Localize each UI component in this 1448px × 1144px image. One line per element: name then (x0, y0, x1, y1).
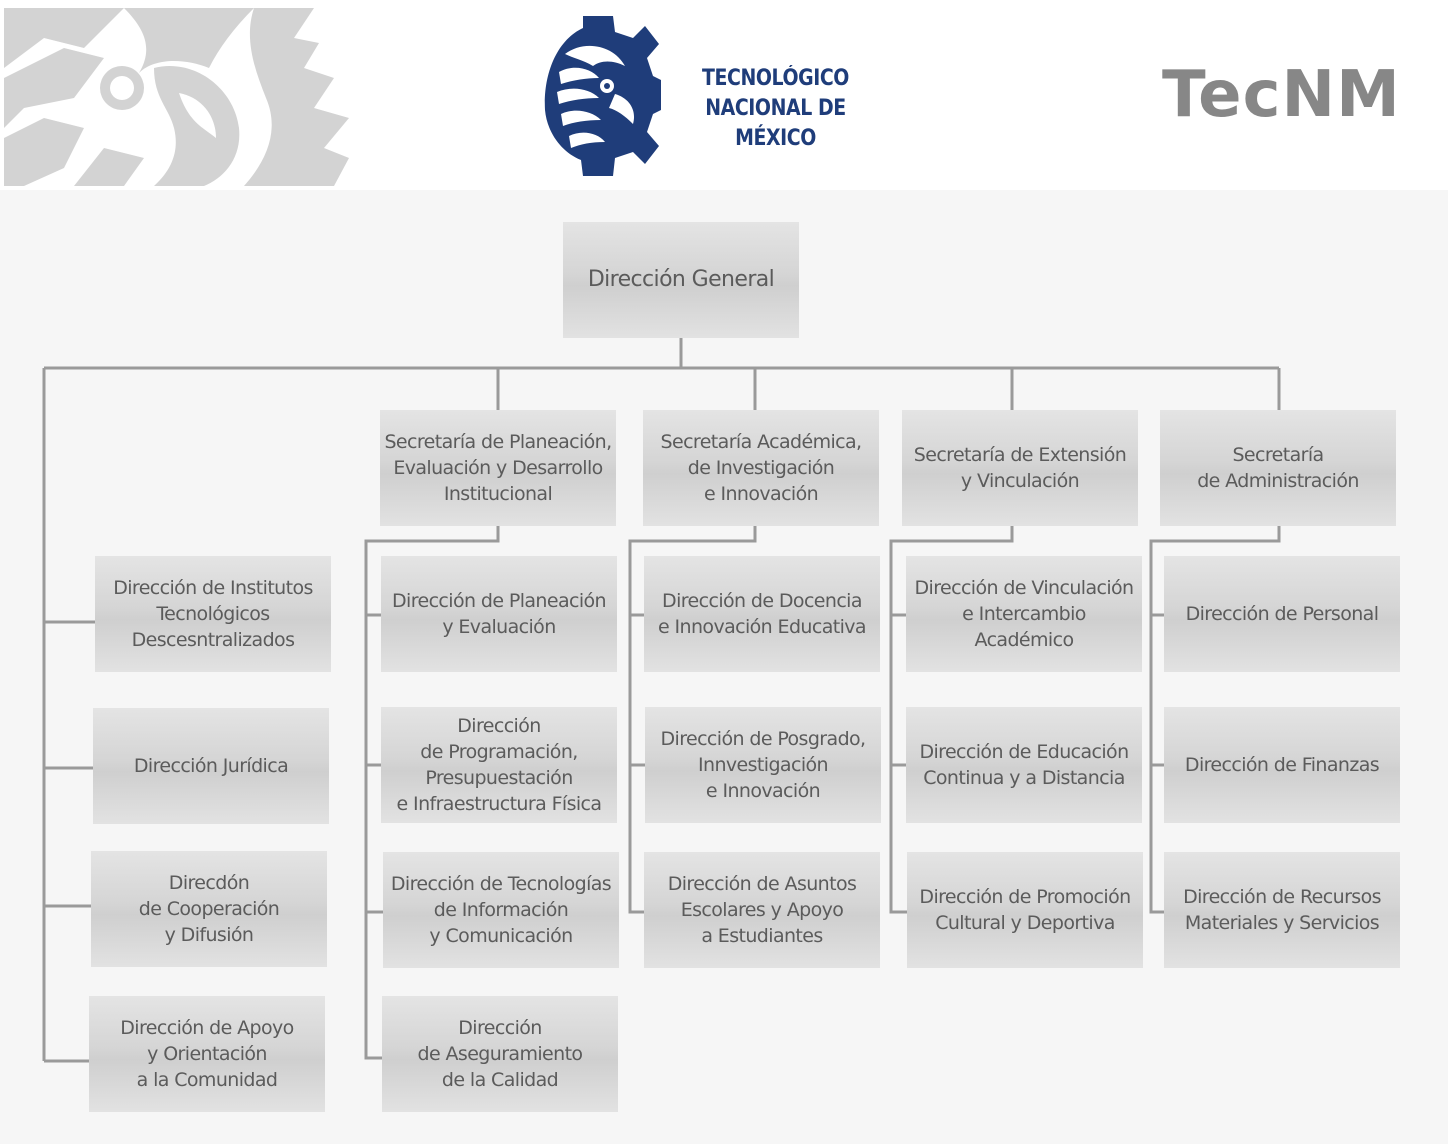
node-secretaria-3: Secretaría de Extensión y Vinculación (902, 410, 1138, 526)
node-sec-2-child-2: Dirección de Posgrado, Innvestigación e … (645, 707, 881, 823)
node-sec-1-child-2: Dirección de Programación, Presupuestaci… (381, 707, 617, 823)
node-sec-3-child-2: Dirección de Educación Continua y a Dist… (906, 707, 1142, 823)
node-secretaria-1: Secretaría de Planeación, Evaluación y D… (380, 410, 616, 526)
gear-eagle-emblem-icon (544, 16, 661, 176)
node-independent-3: Direcdón de Cooperación y Difusión (91, 851, 327, 967)
node-sec-4-child-3: Dirección de Recursos Materiales y Servi… (1164, 852, 1400, 968)
node-sec-1-child-3: Dirección de Tecnologías de Información … (383, 852, 619, 968)
connector-sec-4-spine (1149, 526, 1281, 914)
node-sec-3-child-3: Dirección de Promoción Cultural y Deport… (907, 852, 1143, 968)
node-independent-4: Dirección de Apoyo y Orientación a la Co… (89, 996, 325, 1112)
node-sec-1-child-1: Dirección de Planeación y Evaluación (381, 556, 617, 672)
connector-sec-3-spine (889, 526, 1014, 914)
node-sec-2-child-1: Dirección de Docencia e Innovación Educa… (644, 556, 880, 672)
node-sec-4-child-2: Dirección de Finanzas (1164, 707, 1400, 823)
node-sec-4-child-1: Dirección de Personal (1164, 556, 1400, 672)
logo-line-1: TECNOLÓGICO (702, 66, 849, 91)
node-direccion-general: Dirección General (563, 222, 799, 338)
node-sec-2-child-3: Dirección de Asuntos Escolares y Apoyo a… (644, 852, 880, 968)
institution-name: TECNOLÓGICO NACIONAL DE MÉXICO (668, 64, 883, 154)
node-secretaria-4: Secretaría de Administración (1160, 410, 1396, 526)
aztec-warrior-watermark-icon (4, 8, 354, 186)
connector-sec-1-spine (364, 526, 500, 1060)
logo-line-2: NACIONAL DE MÉXICO (705, 96, 846, 151)
node-secretaria-2: Secretaría Académica, de Investigación e… (643, 410, 879, 526)
header: TECNOLÓGICO NACIONAL DE MÉXICO TecNM (0, 0, 1448, 190)
connector-sec-2-spine (628, 526, 757, 914)
node-sec-1-child-4: Dirección de Aseguramiento de la Calidad (382, 996, 618, 1112)
node-independent-2: Dirección Jurídica (93, 708, 329, 824)
node-independent-1: Dirección de Institutos Tecnológicos Des… (95, 556, 331, 672)
brand-wordmark: TecNM (1162, 58, 1401, 132)
node-sec-3-child-1: Dirección de Vinculación e Intercambio A… (906, 556, 1142, 672)
